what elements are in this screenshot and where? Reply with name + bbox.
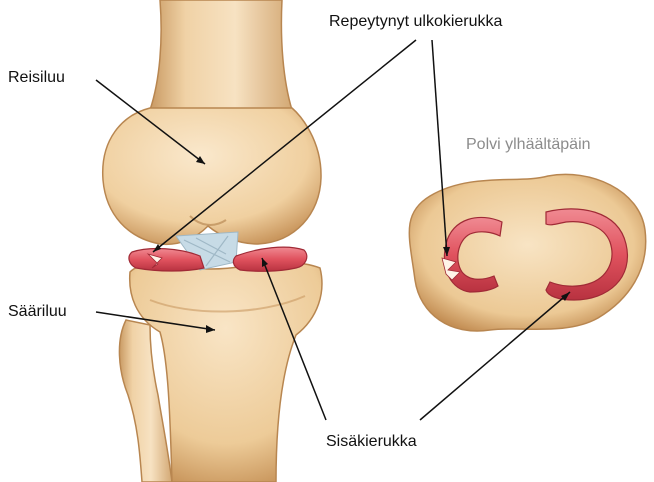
- tibia-bone: [119, 263, 322, 482]
- label-femur: Reisiluu: [8, 69, 65, 86]
- label-top-view: Polvi ylhäältäpäin: [466, 136, 591, 153]
- label-tibia: Sääriluu: [8, 303, 67, 320]
- label-medial-meniscus: Sisäkierukka: [326, 433, 417, 450]
- label-torn-lateral-meniscus: Repeytynyt ulkokierukka: [329, 13, 503, 30]
- femur-bone: [103, 0, 321, 244]
- medial-meniscus-front: [233, 247, 306, 271]
